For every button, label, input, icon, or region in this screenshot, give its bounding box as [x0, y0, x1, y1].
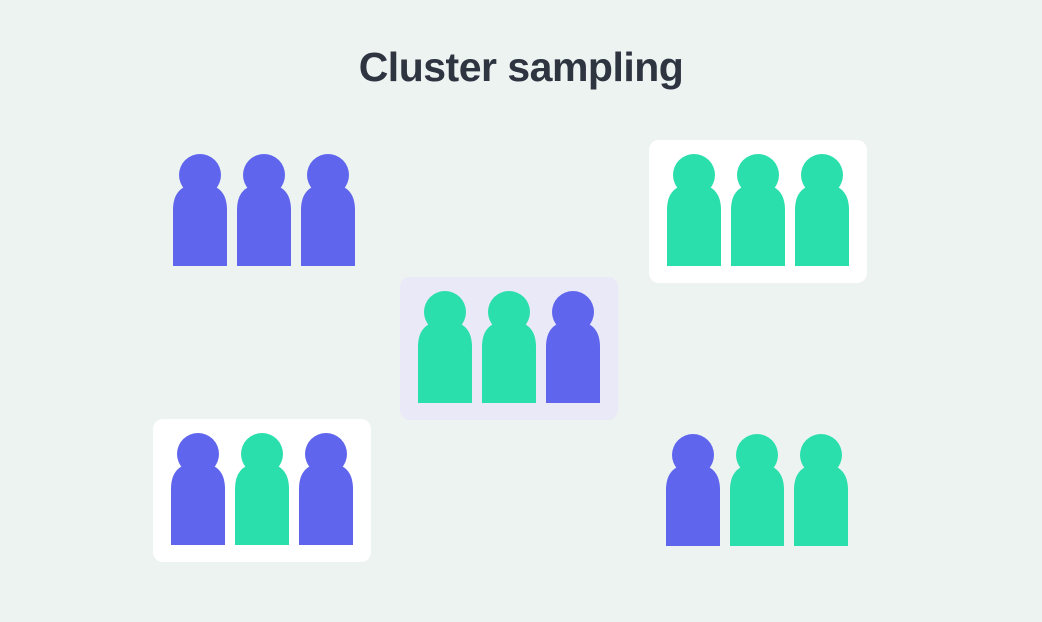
- cluster-group-bottom-left: [153, 419, 371, 562]
- person-icon-green: [794, 434, 848, 546]
- person-icon-purple: [173, 154, 227, 266]
- person-icon-green: [731, 154, 785, 266]
- cluster-group-bottom-right: [666, 433, 848, 546]
- person-icon-purple: [299, 433, 353, 545]
- person-icon-green: [418, 291, 472, 403]
- person-icon-purple: [546, 291, 600, 403]
- person-icon-purple: [237, 154, 291, 266]
- page-title: Cluster sampling: [358, 44, 684, 90]
- cluster-group-top-right: [649, 140, 867, 283]
- person-icon-green: [235, 433, 289, 545]
- person-icon-green: [795, 154, 849, 266]
- person-icon-green: [482, 291, 536, 403]
- cluster-group-center: [400, 277, 618, 420]
- person-icon-green: [730, 434, 784, 546]
- person-icon-purple: [171, 433, 225, 545]
- cluster-group-top-left: [173, 153, 355, 266]
- person-icon-green: [667, 154, 721, 266]
- person-icon-purple: [666, 434, 720, 546]
- person-icon-purple: [301, 154, 355, 266]
